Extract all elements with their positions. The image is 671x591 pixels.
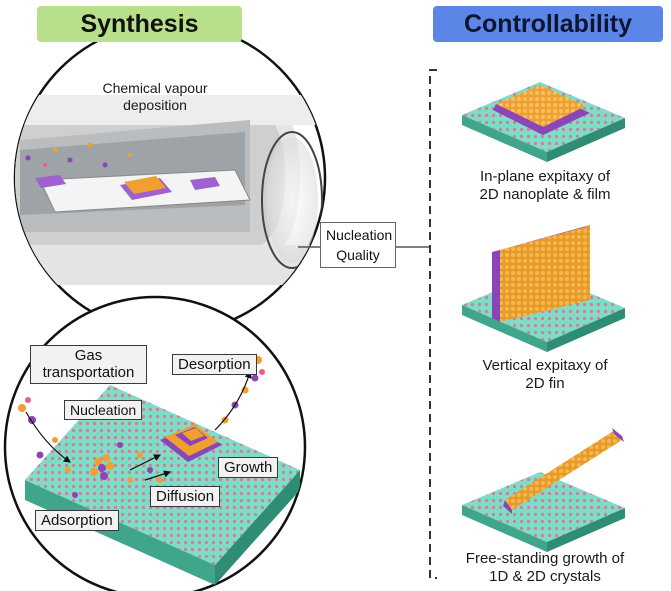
controllability-caption-1: In-plane expitaxy of 2D nanoplate & film: [445, 168, 645, 204]
cvd-label: Chemical vapour deposition: [70, 80, 240, 114]
gas-label-line1: Gas: [74, 347, 103, 364]
nucleation-label: Nucleation: [64, 400, 143, 421]
cvd-label-line2: deposition: [123, 96, 187, 113]
adsorption-label: Adsorption: [35, 510, 119, 532]
desorption-label: Desorption: [172, 354, 257, 376]
vertical-epitaxy-illustration: [462, 225, 625, 352]
caption-2-line1: Vertical expitaxy of: [482, 357, 608, 374]
controllability-header: Controllability: [433, 6, 663, 42]
controllability-bracket: [429, 69, 437, 579]
caption-2-line2: 2D fin: [525, 375, 565, 392]
caption-3-line2: 1D & 2D crystals: [489, 568, 601, 585]
nucleation-quality-box: Nucleation Quality: [320, 222, 396, 269]
synthesis-header: Synthesis: [37, 6, 242, 42]
cvd-tube-illustration: [13, 21, 327, 335]
diffusion-label: Diffusion: [150, 486, 221, 508]
gas-transportation-label: Gas transportation: [30, 345, 147, 384]
in-plane-epitaxy-illustration: [462, 82, 625, 162]
caption-3-line1: Free-standing growth of: [465, 550, 625, 567]
free-standing-growth-illustration: [462, 428, 625, 552]
caption-1-line2: 2D nanoplate & film: [479, 186, 611, 203]
cvd-label-line1: Chemical vapour: [102, 80, 208, 96]
controllability-caption-3: Free-standing growth of 1D & 2D crystals: [440, 550, 650, 586]
center-box-line1: Nucleation: [326, 227, 393, 243]
growth-process-illustration: [3, 295, 307, 591]
caption-1-line1: In-plane expitaxy of: [479, 168, 611, 185]
controllability-caption-2: Vertical expitaxy of 2D fin: [445, 357, 645, 393]
growth-label: Growth: [218, 457, 279, 479]
gas-label-line2: transportation: [42, 364, 135, 382]
center-box-line2: Quality: [336, 247, 380, 264]
